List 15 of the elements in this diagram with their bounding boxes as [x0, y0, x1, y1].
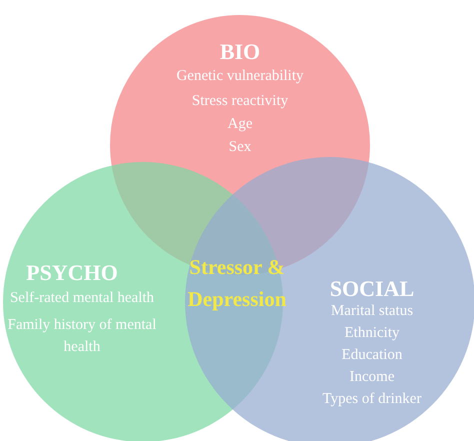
factor-label: Types of drinker — [322, 391, 422, 408]
factor-label: Marital status — [330, 303, 414, 320]
category-heading: BIO — [220, 40, 260, 64]
factor-label: Self-rated mental health — [10, 290, 154, 306]
category-heading: SOCIAL — [330, 277, 414, 302]
factor-label: Genetic vulnerability — [176, 68, 304, 84]
factor-label: Income — [350, 369, 394, 386]
category-heading: PSYCHO — [26, 261, 118, 286]
factor-label: Family history of mental health — [6, 316, 158, 357]
center-label: Stressor & Depression — [186, 254, 288, 312]
factor-label: Education — [342, 347, 402, 364]
factor-label: Ethnicity — [344, 325, 400, 342]
factor-label: Sex — [228, 139, 252, 156]
factor-label: Stress reactivity — [192, 93, 288, 110]
factor-label: Age — [228, 116, 252, 132]
